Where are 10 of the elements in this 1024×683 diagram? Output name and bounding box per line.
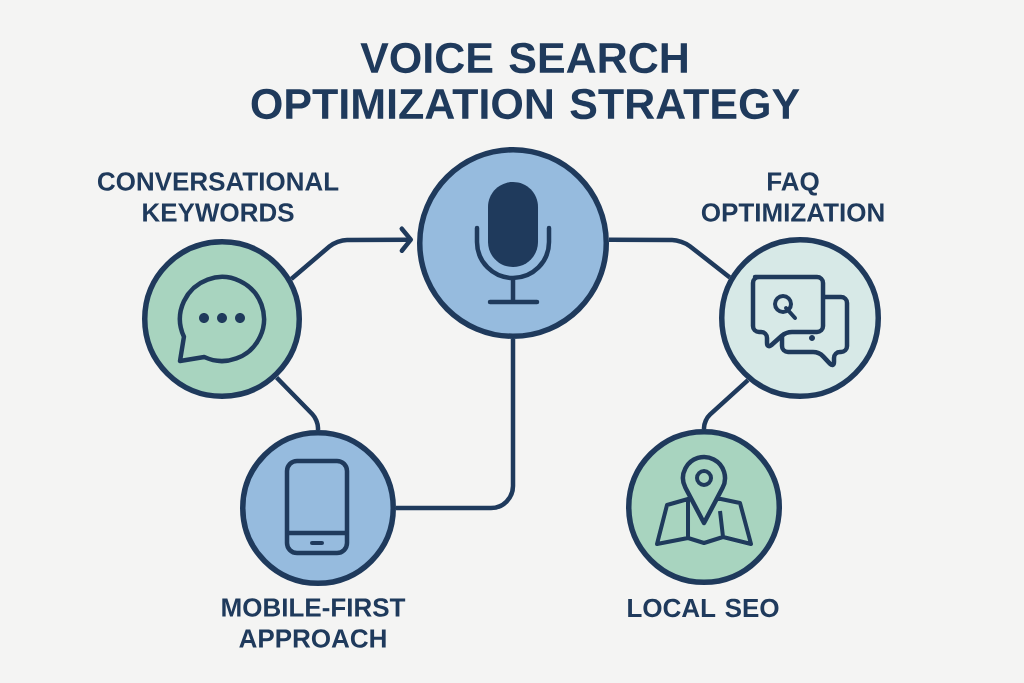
- arrow: [289, 226, 414, 281]
- connector-line: [701, 378, 750, 431]
- node-label: MOBILE-FIRST APPROACH: [222, 598, 406, 648]
- connector-line: [274, 375, 321, 431]
- connector-line: [396, 339, 516, 511]
- node-label: FAQ OPTIMIZATION: [701, 172, 884, 222]
- title: VOICE SEARCH OPTIMIZATION STRATEGY: [251, 42, 800, 120]
- node-label: CONVERSATIONAL KEYWORDS: [98, 172, 339, 222]
- node-label: LOCAL SEO: [628, 598, 779, 618]
- connector-line: [608, 237, 732, 280]
